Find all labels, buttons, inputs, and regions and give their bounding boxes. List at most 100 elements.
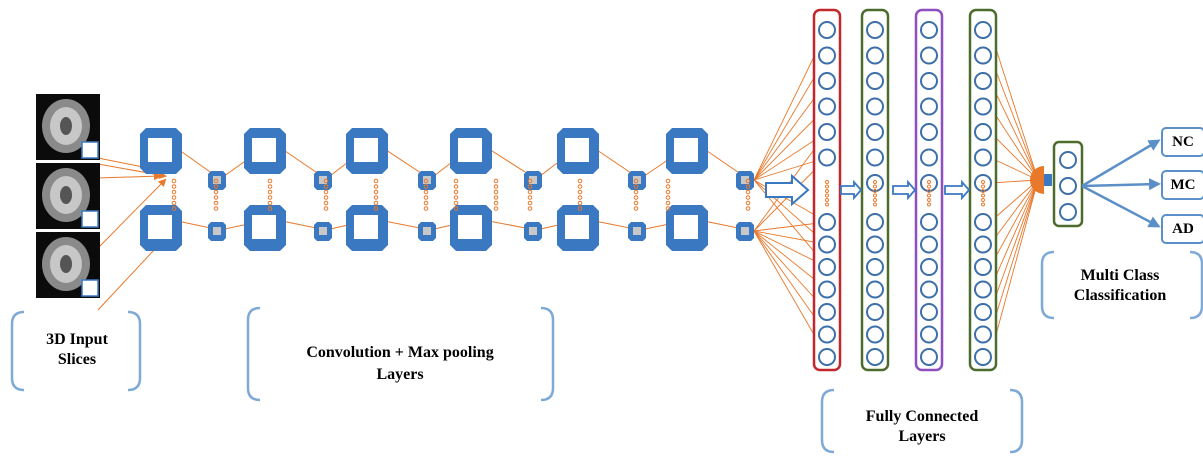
ellipsis-dot [527, 206, 533, 211]
ellipsis-dot [927, 202, 931, 207]
neuron [920, 235, 938, 254]
ellipsis-dot [633, 195, 639, 200]
neuron [920, 148, 938, 167]
ellipsis-dot [493, 178, 499, 184]
ellipsis-dot [665, 184, 671, 189]
ellipsis-dot [981, 193, 985, 198]
conv-block-r1-1 [140, 128, 182, 174]
neuron [866, 213, 884, 231]
fc-output-arrow [989, 55, 1039, 181]
ellipsis-dot [213, 178, 219, 184]
neuron [974, 97, 992, 116]
neuron [818, 72, 836, 90]
block-inner [148, 138, 172, 162]
ellipsis-dot [493, 195, 499, 200]
ellipsis-dot [745, 195, 751, 200]
pool-block-r1-4 [524, 171, 542, 190]
conv-left-bracket [246, 306, 261, 402]
ellipsis-dot [577, 189, 583, 195]
neuron [866, 235, 884, 254]
block-inner [354, 138, 378, 162]
ellipsis-dot [423, 184, 429, 189]
neuron [974, 72, 992, 90]
fc-left-bracket [820, 388, 835, 454]
pool-inner [319, 176, 327, 184]
neuron [818, 235, 836, 254]
block-inner [458, 138, 482, 162]
brain-slice-sagittal-icon [36, 94, 100, 160]
neuron [866, 303, 884, 321]
ellipsis-dot [873, 193, 877, 198]
ellipsis-dot [213, 195, 219, 200]
fc-output-arrow [989, 179, 1039, 358]
ellipsis-dot [927, 189, 931, 193]
brain-slice-coronal-icon [36, 163, 100, 229]
brain-core [60, 186, 72, 204]
ellipsis-dot [633, 178, 639, 184]
pool-inner [423, 227, 431, 235]
fc-output-arrow [989, 179, 1039, 268]
input-label-line-2: Slices [57, 351, 97, 368]
fc-output-arrow [989, 179, 1039, 223]
ellipsis-dot [267, 184, 273, 189]
ellipsis-dot [577, 178, 583, 184]
block-inner [565, 138, 589, 162]
output-neuron [1059, 203, 1077, 221]
neuron [974, 348, 992, 366]
ellipsis-dot [633, 200, 639, 206]
ellipsis-dot [873, 180, 877, 184]
layer-arrow-icon [892, 179, 917, 201]
neuron [866, 21, 884, 39]
input-slices [36, 94, 100, 298]
slice-patch [81, 279, 99, 297]
ellipsis-dot [423, 206, 429, 211]
input-label-line-1: 3D Input [46, 331, 108, 348]
ellipsis-dot [453, 206, 459, 211]
pool-block-r2-3 [418, 222, 436, 241]
ellipsis-dot [171, 184, 177, 189]
fc-output-arrow [989, 179, 1039, 184]
ellipsis-dot [267, 195, 273, 200]
fc-output-arrow [989, 80, 1039, 181]
ellipsis-dot [213, 184, 219, 189]
ellipsis-dot [527, 189, 533, 195]
ellipsis-dot [665, 206, 671, 211]
ellipsis-dot [981, 180, 985, 184]
class-nc-label: NC [1172, 133, 1194, 150]
fc-output-arrow [989, 106, 1039, 181]
layer-arrow-icon [840, 179, 863, 201]
neuron [974, 21, 992, 39]
neuron [866, 325, 884, 344]
ellipsis-dot [665, 195, 671, 200]
neuron [866, 148, 884, 167]
merge-node [1030, 166, 1044, 194]
ellipsis-dot [527, 195, 533, 200]
block-inner [354, 215, 378, 239]
class-mc-label: MC [1170, 176, 1196, 193]
conv-label-line-2: Layers [376, 366, 424, 383]
fc-output-arrow [989, 131, 1039, 181]
ellipsis-dot [453, 189, 459, 195]
ellipsis-dot [927, 193, 931, 198]
class-ad-box: AD [1161, 214, 1203, 244]
conv-block-r2-2 [244, 205, 286, 251]
ellipsis-dot [323, 200, 329, 206]
fc-output-arrow [989, 179, 1039, 290]
ellipsis-dot [633, 206, 639, 211]
neuron [866, 174, 884, 192]
conv-block-r1-4 [450, 128, 492, 174]
neuron [920, 280, 938, 299]
pool-block-r2-2 [314, 222, 332, 241]
neuron [974, 325, 992, 344]
fc-output-arrow [989, 179, 1039, 335]
pool-block-r2-1 [208, 222, 226, 241]
ellipsis-dot [873, 202, 877, 207]
ellipsis-dot [423, 200, 429, 206]
block-inner [252, 138, 276, 162]
ellipsis-dot [453, 178, 459, 184]
fc-label-line-1: Fully Connected [865, 408, 979, 425]
ellipsis-dot [493, 184, 499, 189]
brain-slice-axial-icon [36, 232, 100, 298]
pool-inner [319, 227, 327, 235]
class-mc-box: MC [1161, 170, 1203, 200]
